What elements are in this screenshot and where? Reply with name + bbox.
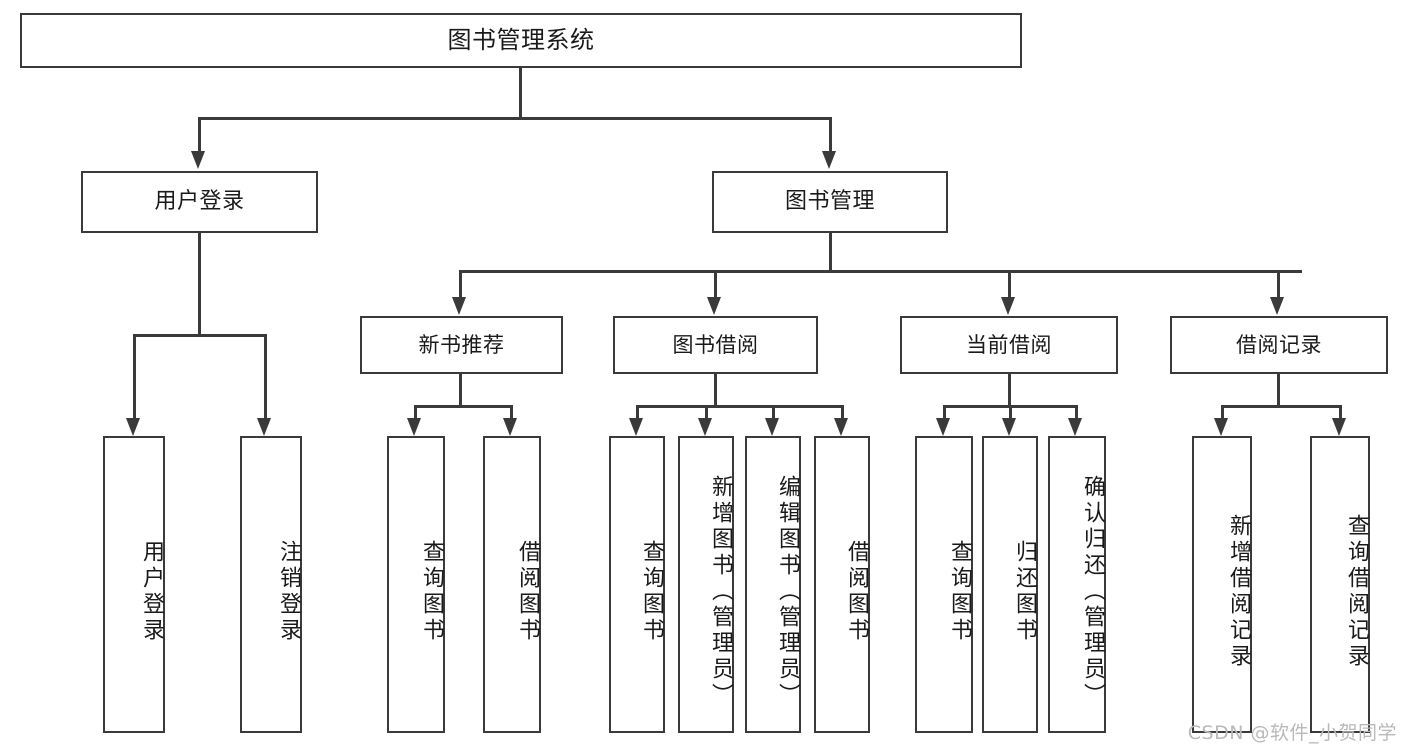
arrowhead-leaf-add-record [1214,418,1228,436]
connector-drop-leaf-add-record [1221,405,1224,418]
arrowhead-leaf-query-record [1332,418,1346,436]
node-leaf-return-book[interactable]: 归还图书 [982,436,1038,733]
connector-drop-book-management [829,117,832,151]
connector-drop-leaf-edit-book [772,405,775,418]
connector-book-borrow-stem [714,374,717,406]
node-leaf-edit-book[interactable]: 编辑图书（管理员） [745,436,801,733]
connector-drop-leaf-query-book-3 [943,405,946,418]
node-new-book-recommend[interactable]: 新书推荐 [360,316,563,374]
node-leaf-query-book-3[interactable]: 查询图书 [915,436,973,733]
connector-level2-bar [198,117,831,120]
node-leaf-add-record[interactable]: 新增借阅记录 [1192,436,1252,733]
connector-root-stem [519,68,522,118]
node-leaf-query-book-1[interactable]: 查询图书 [387,436,445,733]
node-leaf-borrow-book-2[interactable]: 借阅图书 [814,436,870,733]
arrowhead-leaf-query-book-3 [936,418,950,436]
connector-drop-leaf-borrow-book-2 [841,405,844,418]
node-borrow-record[interactable]: 借阅记录 [1170,316,1388,374]
arrowhead-current-borrow [1001,297,1015,315]
node-leaf-borrow-book-1[interactable]: 借阅图书 [483,436,541,733]
node-leaf-query-book-2[interactable]: 查询图书 [609,436,665,733]
arrowhead-new-book-recommend [452,297,466,315]
connector-current-borrow-stem [1008,374,1011,406]
connector-drop-leaf-confirm-return [1075,405,1078,418]
connector-drop-leaf-user-login [133,334,136,418]
connector-drop-book-borrow [714,270,717,297]
arrowhead-user-login [191,151,205,169]
watermark-text: CSDN @软件_小贺同学 [1187,722,1397,744]
arrowhead-leaf-add-book [698,418,712,436]
connector-drop-user-login [198,117,201,151]
connector-new-book-recommend-bar [414,405,512,408]
connector-drop-leaf-query-book-1 [414,405,417,418]
connector-borrow-record-stem [1277,374,1280,406]
arrowhead-leaf-borrow-book-1 [503,418,517,436]
connector-drop-leaf-query-record [1339,405,1342,418]
connector-new-book-recommend-stem [459,374,462,406]
node-book-management[interactable]: 图书管理 [712,171,948,233]
node-book-borrow[interactable]: 图书借阅 [613,316,818,374]
arrowhead-leaf-borrow-book-2 [834,418,848,436]
node-user-login[interactable]: 用户登录 [81,171,318,233]
node-leaf-user-login[interactable]: 用户登录 [103,436,165,733]
node-root-system[interactable]: 图书管理系统 [20,13,1022,68]
node-current-borrow[interactable]: 当前借阅 [900,316,1118,374]
connector-drop-leaf-add-book [705,405,708,418]
arrowhead-leaf-confirm-return [1068,418,1082,436]
node-leaf-query-record[interactable]: 查询借阅记录 [1310,436,1370,733]
connector-book-management-stem [829,233,832,271]
connector-drop-borrow-record [1277,270,1280,297]
arrowhead-leaf-query-book-1 [407,418,421,436]
arrowhead-leaf-edit-book [765,418,779,436]
arrowhead-borrow-record [1270,297,1284,315]
connector-drop-leaf-logout-login [264,334,267,418]
connector-drop-leaf-query-book-2 [636,405,639,418]
connector-borrow-record-bar [1221,405,1340,408]
arrowhead-leaf-return-book [1002,418,1016,436]
connector-drop-current-borrow [1008,270,1011,297]
connector-book-borrow-bar [636,405,843,408]
node-leaf-confirm-return[interactable]: 确认归还（管理员） [1048,436,1106,733]
node-leaf-add-book[interactable]: 新增图书（管理员） [678,436,734,733]
connector-user-login-bar [133,334,265,337]
arrowhead-book-borrow [707,297,721,315]
arrowhead-book-management [822,151,836,169]
connector-user-login-stem [198,233,201,335]
connector-drop-new-book-recommend [459,270,462,297]
node-leaf-logout-login[interactable]: 注销登录 [240,436,302,733]
arrowhead-leaf-logout-login [257,418,271,436]
connector-drop-leaf-return-book [1009,405,1012,418]
arrowhead-leaf-query-book-2 [629,418,643,436]
connector-level3-bar [459,270,1302,273]
arrowhead-leaf-user-login [126,418,140,436]
connector-drop-leaf-borrow-book-1 [510,405,513,418]
